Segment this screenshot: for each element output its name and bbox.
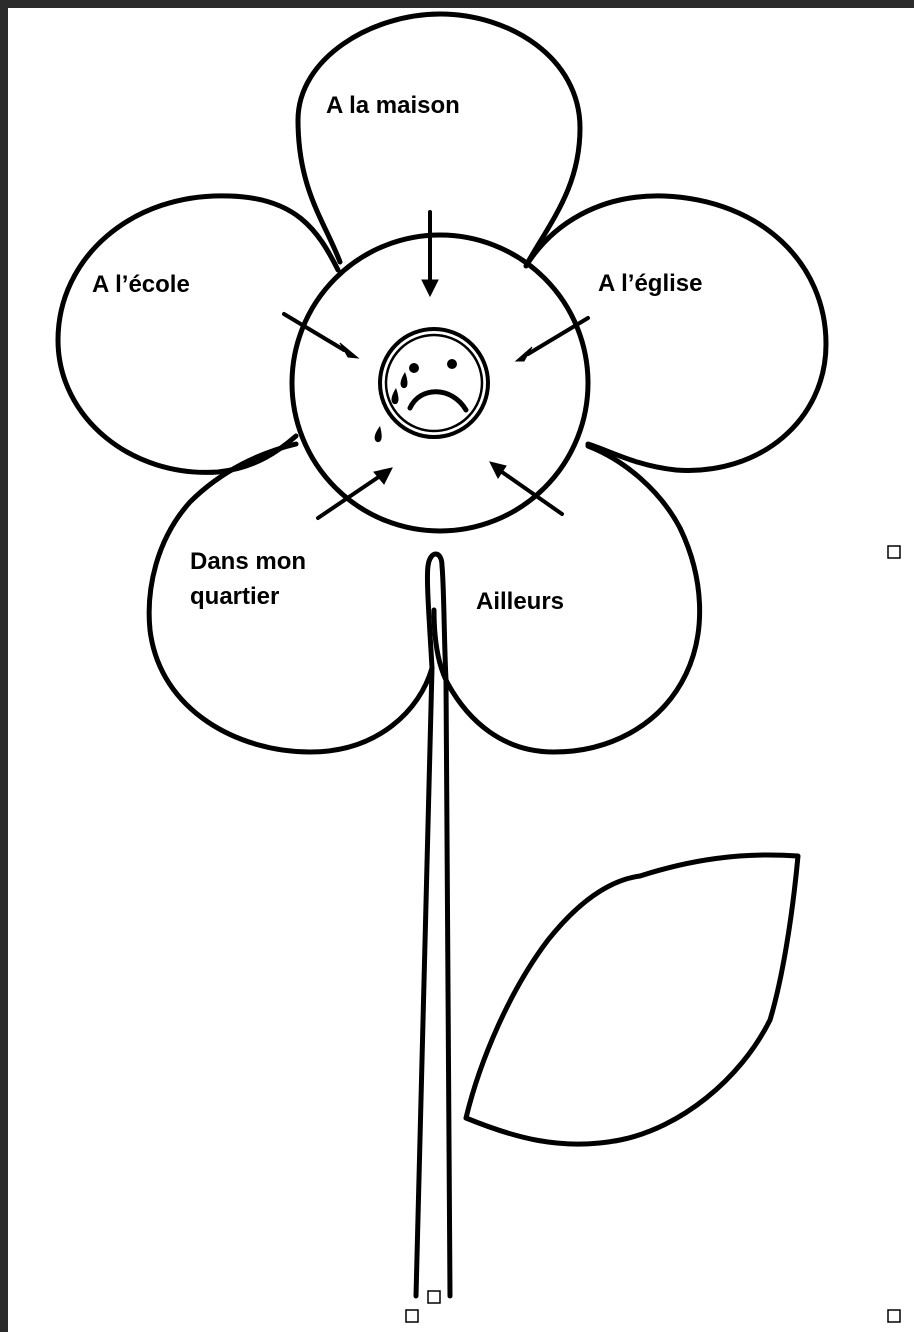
leaf — [466, 855, 798, 1144]
flower-center — [292, 235, 588, 531]
label-bottom-right-petal: Ailleurs — [476, 588, 564, 615]
resize-handle-right-middle[interactable] — [888, 546, 900, 558]
label-top-petal: A la maison — [326, 92, 460, 119]
arrow-upper-left — [284, 314, 344, 350]
label-bottom-left-petal-line1: Dans mon — [190, 548, 306, 575]
resize-handle-bottom-left[interactable] — [406, 1310, 418, 1322]
petal-top — [298, 14, 580, 262]
arrow-lower-left-head — [374, 468, 392, 484]
resize-handle-bottom-center[interactable] — [428, 1291, 440, 1303]
arrow-top-head — [422, 280, 438, 296]
label-bottom-left-petal-line2: quartier — [190, 583, 279, 610]
petal-bottom-right — [434, 446, 700, 752]
resize-handle-bottom-right[interactable] — [888, 1310, 900, 1322]
petal-right — [526, 196, 826, 471]
stem-left-edge — [416, 668, 432, 1296]
sad-crying-face-icon — [375, 329, 488, 442]
arrow-lower-right-head — [490, 462, 506, 478]
label-right-petal: A l’église — [598, 270, 702, 297]
petal-left — [58, 196, 338, 473]
label-left-petal: A l’école — [92, 271, 190, 298]
